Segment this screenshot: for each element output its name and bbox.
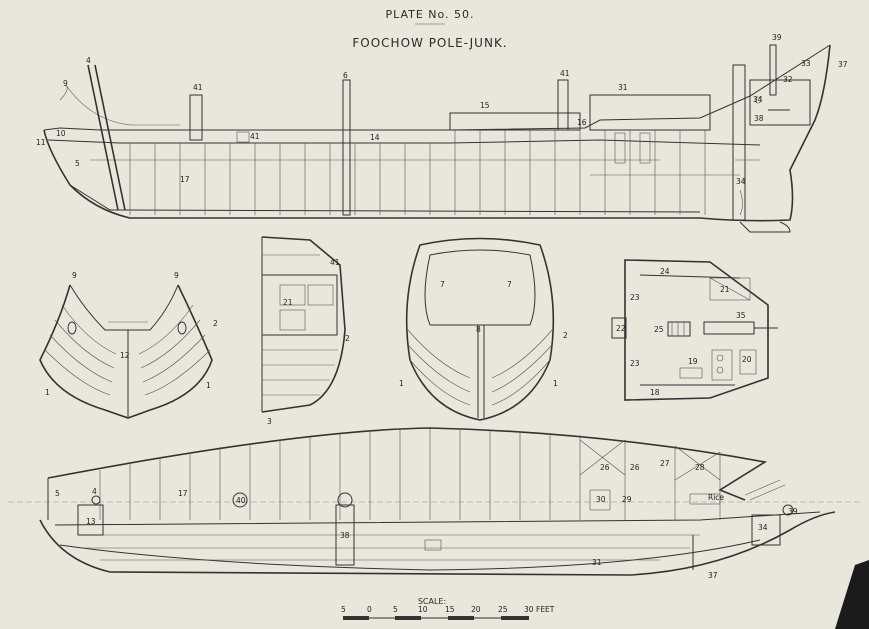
callout-number: 10 — [418, 605, 428, 614]
callout-number: 4 — [86, 56, 91, 65]
callout-number: 41 — [330, 258, 340, 267]
callout-number: 3 — [267, 417, 272, 426]
callout-number: 21 — [720, 285, 730, 294]
callout-number: 7 — [440, 280, 445, 289]
callout-number: 11 — [36, 138, 46, 147]
callout-number: 30 — [524, 605, 534, 614]
callout-number: 41 — [560, 69, 570, 78]
callout-number: 39 — [772, 33, 782, 42]
callout-number: 4 — [92, 487, 97, 496]
callout-number: 41 — [250, 132, 260, 141]
callout-number: 34 — [736, 177, 746, 186]
callout-number: 41 — [193, 83, 203, 92]
section-view: 41 21 2 3 — [261, 236, 350, 426]
callout-number: 23 — [630, 293, 640, 302]
callout-number: 2 — [213, 319, 218, 328]
callout-number: 5 — [341, 605, 346, 614]
callout-number: 27 — [660, 459, 670, 468]
callout-number: 33 — [801, 59, 811, 68]
callout-number: 32 — [783, 75, 793, 84]
callout-number: 7 — [507, 280, 512, 289]
side-elevation-labels: 39 4 41 6 41 31 33 37 9 15 32 34 41 10 1… — [36, 33, 848, 186]
callout-number: 14 — [370, 133, 380, 142]
deck-plan-labels: 26 26 27 28 5 4 17 40 30 29 Rice 39 13 3… — [55, 459, 798, 580]
callout-number: 31 — [618, 83, 628, 92]
callout-number: 16 — [577, 118, 587, 127]
bow-view: 9 9 2 12 1 1 — [39, 271, 218, 419]
callout-number: 10 — [56, 129, 66, 138]
callout-number: 15 — [445, 605, 455, 614]
callout-number: 38 — [340, 531, 350, 540]
callout-number: 19 — [688, 357, 698, 366]
callout-number: 28 — [695, 463, 705, 472]
page-corner-shadow — [835, 560, 869, 629]
callout-number: 12 — [120, 351, 130, 360]
callout-number: 20 — [471, 605, 481, 614]
callout-number: 9 — [174, 271, 179, 280]
callout-number: 39 — [788, 507, 798, 516]
plate-title: FOOCHOW POLE-JUNK. — [352, 36, 507, 50]
callout-number: 20 — [742, 355, 752, 364]
callout-number: 35 — [736, 311, 746, 320]
callout-number: 2 — [345, 334, 350, 343]
callout-number: 1 — [399, 379, 404, 388]
callout-number: 17 — [180, 175, 190, 184]
callout-number: 34 — [753, 95, 763, 104]
callout-number: 5 — [75, 159, 80, 168]
callout-number: 23 — [630, 359, 640, 368]
callout-number: 26 — [600, 463, 610, 472]
callout-number: 22 — [616, 324, 626, 333]
callout-number: 8 — [476, 325, 481, 334]
scale-bar: SCALE: 5 0 5 10 15 20 25 30 FEET — [341, 597, 555, 620]
callout-number: 40 — [236, 496, 246, 505]
callout-number: 25 — [654, 325, 664, 334]
callout-number: 15 — [480, 101, 490, 110]
callout-number: 6 — [343, 71, 348, 80]
callout-number: 18 — [650, 388, 660, 397]
callout-number: 31 — [592, 558, 602, 567]
callout-number: 21 — [283, 298, 293, 307]
callout-number: 34 — [758, 523, 768, 532]
callout-number: 5 — [393, 605, 398, 614]
callout-number: 25 — [498, 605, 508, 614]
callout-number: 24 — [660, 267, 670, 276]
callout-number: 1 — [553, 379, 558, 388]
callout-number: 13 — [86, 517, 96, 526]
callout-number: 9 — [63, 79, 68, 88]
callout-number: 38 — [754, 114, 764, 123]
callout-number: Rice — [708, 493, 724, 502]
plate-number: PLATE No. 50. — [385, 8, 474, 21]
scale-label: SCALE: — [418, 597, 446, 606]
cabin-plan: 24 21 23 22 25 35 23 19 20 18 — [611, 259, 778, 401]
side-elevation: 39 4 41 6 41 31 33 37 9 15 32 34 41 10 1… — [36, 33, 848, 233]
callout-number: 1 — [45, 388, 50, 397]
stern-view: 7 7 8 2 1 1 — [399, 237, 568, 421]
deck-plan: 26 26 27 28 5 4 17 40 30 29 Rice 39 13 3… — [8, 427, 860, 580]
callout-number: 1 — [206, 381, 211, 390]
callout-number: 2 — [563, 331, 568, 340]
callout-number: 37 — [708, 571, 718, 580]
callout-number: 17 — [178, 489, 188, 498]
callout-number: 5 — [55, 489, 60, 498]
callout-number: 29 — [622, 495, 632, 504]
callout-number: 0 — [367, 605, 372, 614]
callout-number: 30 — [596, 495, 606, 504]
callout-number: 37 — [838, 60, 848, 69]
callout-number: 26 — [630, 463, 640, 472]
callout-number: 9 — [72, 271, 77, 280]
scale-unit: FEET — [536, 605, 555, 614]
